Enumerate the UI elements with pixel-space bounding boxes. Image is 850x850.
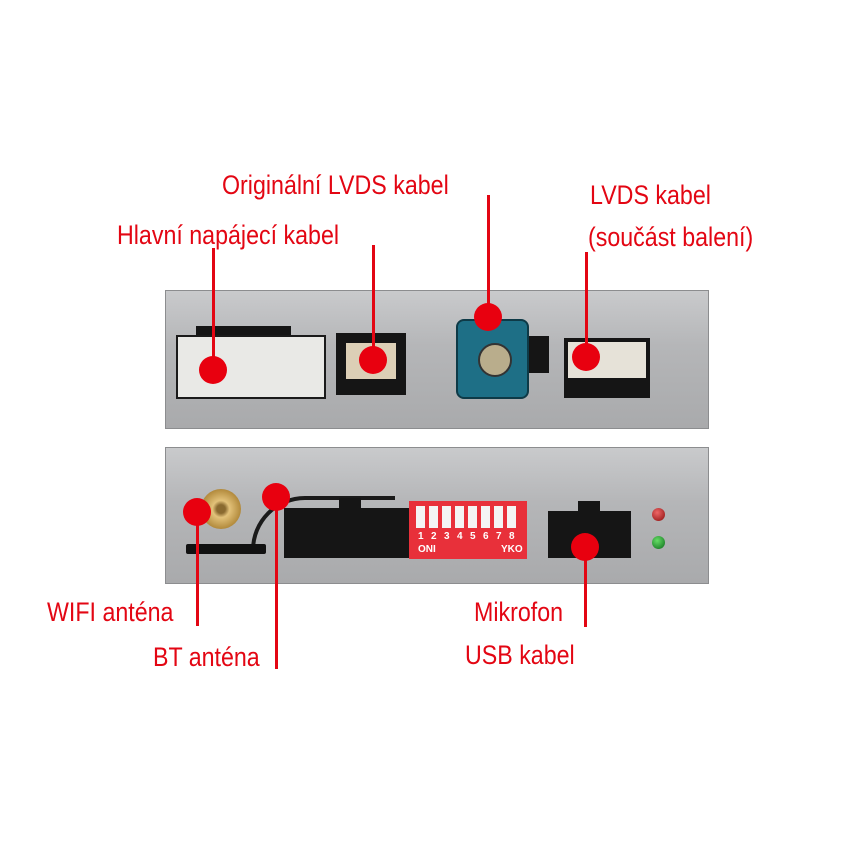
dip-number: 4 — [457, 531, 463, 542]
device-rear-panel: 1 2 3 4 5 6 7 8 ONI YKO — [165, 447, 709, 584]
label-wifi: WIFI anténa — [47, 597, 174, 627]
pointer-line — [212, 248, 215, 370]
led-red — [652, 508, 665, 521]
marker-dot — [183, 498, 211, 526]
label-bt: BT anténa — [153, 642, 260, 672]
marker-dot — [474, 303, 502, 331]
dip-switch[interactable]: 1 2 3 4 5 6 7 8 ONI YKO — [409, 501, 527, 559]
dip-label-oni: ONI — [418, 544, 436, 555]
pointer-line — [372, 245, 375, 360]
hsd-lvds-connector — [456, 319, 529, 399]
label-original-lvds: Originální LVDS kabel — [222, 170, 449, 200]
dip-number: 8 — [509, 531, 515, 542]
sd-card-slot — [186, 544, 266, 554]
main-harness-connector — [284, 498, 412, 558]
dip-number: 2 — [431, 531, 437, 542]
dip-number: 7 — [496, 531, 502, 542]
pointer-line — [585, 252, 588, 357]
led-green — [652, 536, 665, 549]
pointer-line — [275, 497, 278, 669]
pointer-line — [196, 512, 199, 626]
dip-number: 5 — [470, 531, 476, 542]
label-lvds-2: (součást balení) — [588, 222, 754, 252]
marker-dot — [572, 343, 600, 371]
marker-dot — [199, 356, 227, 384]
pointer-line — [584, 547, 587, 627]
device-front-panel — [165, 290, 709, 429]
marker-dot — [359, 346, 387, 374]
label-lvds-1: LVDS kabel — [590, 180, 711, 210]
marker-dot — [262, 483, 290, 511]
dip-number: 3 — [444, 531, 450, 542]
dip-number: 6 — [483, 531, 489, 542]
dip-number: 1 — [418, 531, 424, 542]
pointer-line — [487, 195, 490, 317]
label-main-power: Hlavní napájecí kabel — [117, 220, 340, 250]
label-mic: Mikrofon — [474, 597, 564, 627]
dip-label-yko: YKO — [501, 544, 523, 555]
label-usb: USB kabel — [465, 640, 575, 670]
marker-dot — [571, 533, 599, 561]
